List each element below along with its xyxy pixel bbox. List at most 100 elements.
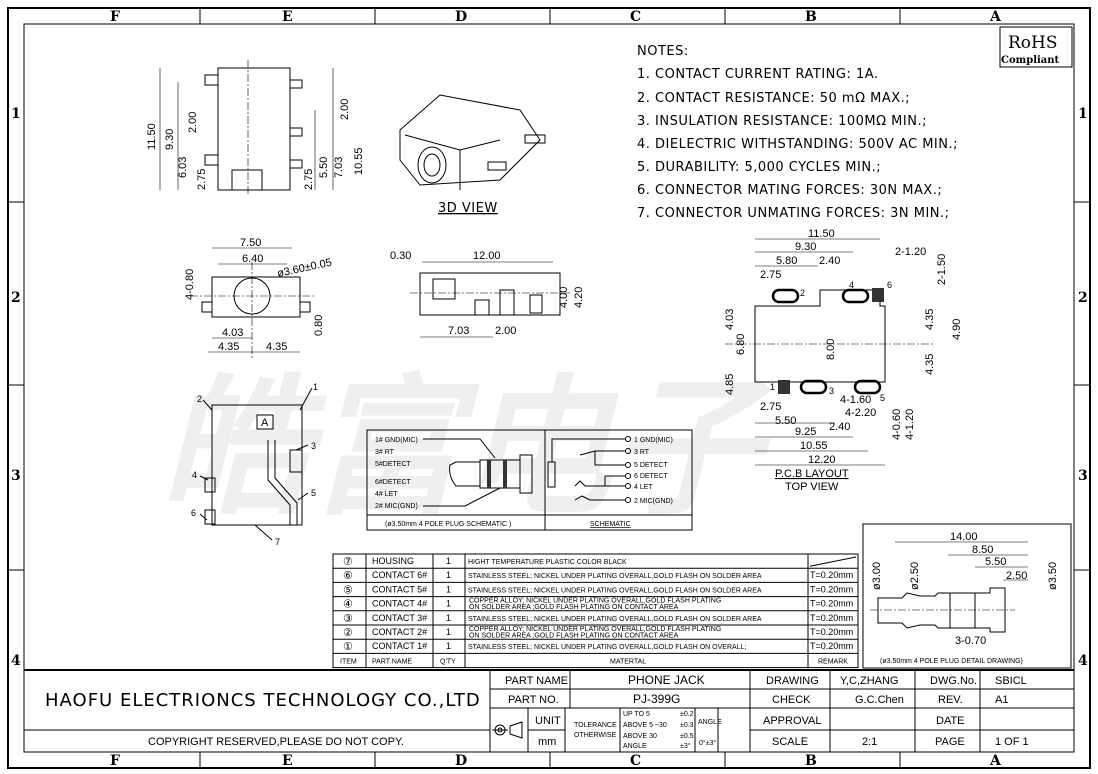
dimension-label: 2.00 [495,325,516,337]
bom-header: MATERTAL [610,658,646,665]
dimension-label: 6.80 [735,334,747,355]
schematic-label: 1# GND(MIC) [375,437,418,444]
row-label: 3 [1078,468,1088,484]
row-label: 1 [1078,106,1088,122]
bom-quantity: 1 [446,584,451,594]
note-item: 5. DURABILITY: 5,000 CYCLES MIN.; [637,160,881,175]
unit-value: mm [538,736,556,748]
column-label: B [805,9,817,25]
row-label: 1 [11,106,21,122]
row-labels: 1 2 3 4 1 2 3 4 [11,106,1088,669]
bom-item-number: ⑥ [343,570,353,582]
dimension-label: 4.03 [724,309,736,330]
bom-material-line2: ON SOLDER AREA ;GOLD FLASH PLATING ON CO… [469,604,679,611]
tolerance-value: ±3° [680,742,691,750]
tolerance-label: OTHERWISE [574,732,617,739]
dimension-label: 0.30 [390,250,411,262]
bom-item-number: ⑦ [343,556,353,568]
rev-value: A1 [995,694,1008,706]
copyright-notice: COPYRIGHT RESERVED,PLEASE DO NOT COPY. [148,736,404,748]
bom-quantity: 1 [446,627,451,637]
page-label: PAGE [935,736,965,748]
tolerance-range: ABOVE 30 [623,733,657,740]
note-item: 1. CONTACT CURRENT RATING: 1A. [637,67,879,82]
date-label: DATE [936,715,965,727]
dimension-label: 4.35 [924,354,936,375]
pcb-subtitle: TOP VIEW [785,481,839,493]
tolerance-value: ±0.2 [680,711,694,718]
bom-part-name: HOUSING [372,556,414,566]
bom-header: REMARK [818,658,848,665]
bom-remark: T=0.20mm [810,584,853,594]
bom-material-line2: ON SOLDER AREA ;GOLD FLASH PLATING ON CO… [469,633,679,640]
tolerance-label: TOLERANCE [574,722,617,729]
pin-label: 6 [887,280,892,290]
dimension-label: 10.55 [800,440,828,452]
dimension-label: 12.00 [473,250,501,262]
bom-material: STAINLESS STEEL; NICKEL UNDER PLATING OV… [468,587,762,594]
dimension-label: 6.40 [242,253,263,265]
bom-part-name: CONTACT 6# [372,570,427,580]
balloon-label: 2 [197,394,202,404]
dimension-label: 4.03 [222,327,243,339]
note-item: 7. CONNECTOR UNMATING FORCES: 3N MIN.; [637,206,950,221]
page-value: 1 OF 1 [995,736,1029,748]
column-label: A [989,9,1002,25]
tolerance-value: ±0.3 [680,722,694,729]
schematic-label: 4 LET [634,484,653,491]
dimension-label: 10.55 [353,147,365,175]
pin-label: 3 [829,386,834,396]
dimension-label: 3-0.70 [955,635,986,647]
dimension-label: 4.35 [218,341,239,353]
bom-quantity: 1 [446,599,451,609]
bom-item-number: ④ [343,599,353,611]
note-item: 3. INSULATION RESISTANCE: 100MΩ MIN.; [637,114,927,129]
check-value: G.C.Chen [855,694,904,706]
3d-view: 3D VIEW [399,94,546,216]
dimension-label: 4.35 [266,341,287,353]
row-label: 4 [11,653,21,669]
dimension-label: 7.50 [240,237,261,249]
dimension-label: 2.75 [760,269,781,281]
column-labels-top: F E D C B A [110,9,1002,25]
part-name-label: PART NAME [505,675,568,687]
bom-material: COPPER ALLOY; NICKEL UNDER PLATING OVERA… [469,598,721,605]
column-label: C [630,9,641,25]
tolerance-range: ANGLE [623,743,647,750]
3d-view-label: 3D VIEW [438,201,498,216]
bom-item-number: ③ [343,613,353,625]
bom-quantity: 1 [446,613,451,623]
dimension-label: 5.50 [775,415,796,427]
dimension-label: 2.00 [187,112,199,133]
balloon-label: 3 [311,441,316,451]
dimension-label: 12.20 [808,454,836,466]
approval-label: APPROVAL [763,715,822,727]
bom-remark: T=0.20mm [810,641,853,651]
balloon-label: 6 [191,508,196,518]
scale-label: SCALE [772,736,808,748]
watermark: 皓富电子 [160,362,773,536]
rohs-badge: RoHS Compliant [999,26,1073,68]
column-label: E [282,9,293,25]
column-labels-bottom: F E D C B A [110,753,1002,769]
dimension-label: ø3.60±0.05 [276,257,333,280]
dimension-label: 8.50 [972,544,993,556]
schematic-label: 3# RT [375,449,395,456]
unit-label: UNIT : [535,715,567,727]
dimension-label: 4-1.60 [840,394,871,406]
row-label: 2 [11,290,21,306]
schematic-label: 2 MIC(GND) [634,498,673,505]
front-view: 7.50 6.40 ø3.60±0.05 4-0.80 0.80 4.03 4.… [184,237,333,360]
dimension-label: ø3.00 [871,562,883,590]
part-no-label: PART NO. [508,694,559,706]
notes: NOTES: 1. CONTACT CURRENT RATING: 1A. 2.… [637,44,958,221]
dimension-label: 2.50 [1006,570,1027,582]
dimension-label: 9.30 [164,129,176,150]
dimension-label: 9.25 [795,426,816,438]
bom-material: STAINLESS STEEL; NICKEL UNDER PLATING OV… [468,616,762,623]
bom-header: PART NAME [372,658,412,665]
view-marker: A [261,417,269,429]
column-label: F [110,753,120,769]
bom-remark: T=0.20mm [810,599,853,609]
dimension-label: 0.80 [313,315,325,336]
